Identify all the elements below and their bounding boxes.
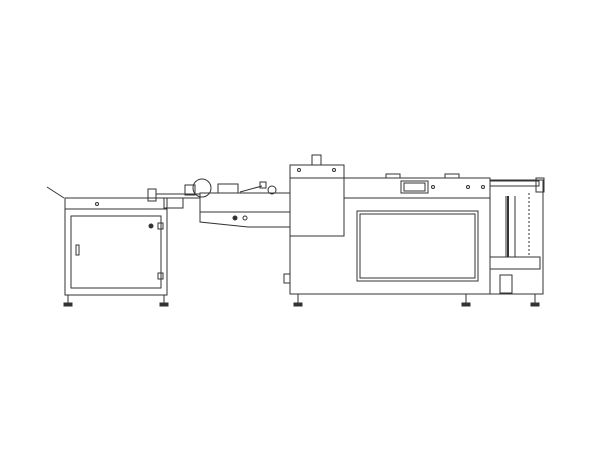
- feeder-knob: [233, 216, 237, 220]
- panel-bolt-2: [482, 186, 485, 189]
- infeed-guide: [47, 187, 64, 198]
- outfeed-knob: [536, 178, 544, 192]
- transfer-conveyor: [148, 179, 211, 208]
- hinge-bottom: [158, 273, 163, 279]
- feeder-raised-block: [218, 184, 238, 193]
- cabinet-top-rail: [65, 198, 167, 209]
- top-rail-bolt: [96, 203, 99, 206]
- outfeed-carriage: [490, 257, 540, 269]
- panel-button: [432, 186, 435, 189]
- tape-roll: [193, 179, 211, 197]
- roller-bracket: [185, 185, 195, 195]
- outfeed-motor: [500, 275, 512, 293]
- top-handle-1: [386, 174, 400, 178]
- door-handle: [76, 245, 79, 255]
- main-foot-mid: [462, 303, 470, 306]
- main-foot-left: [294, 303, 302, 306]
- outfeed-frame: [490, 180, 543, 294]
- outfeed-unit: [490, 178, 544, 306]
- infeed-cabinet: [47, 187, 168, 306]
- tower-top-device: [312, 155, 321, 165]
- left-tower: [290, 165, 344, 236]
- display-panel: [401, 181, 428, 193]
- cabinet-frame: [65, 209, 167, 295]
- tower-bolt-right: [333, 169, 336, 172]
- feeder-section: [200, 182, 290, 227]
- outfeed-foot: [531, 303, 539, 306]
- feeder-knob-2: [243, 216, 247, 220]
- tower-bolt-left: [298, 169, 301, 172]
- main-body: [284, 155, 490, 306]
- conveyor-box: [164, 198, 183, 208]
- top-handle-2: [445, 174, 459, 178]
- foot-right: [160, 303, 168, 306]
- conveyor-roller-unit: [148, 189, 156, 201]
- outfeed-top-bar: [490, 181, 539, 186]
- door-lock: [149, 224, 153, 228]
- inspection-window-glass: [360, 214, 475, 278]
- side-fitting: [284, 274, 290, 283]
- panel-bolt-1: [467, 186, 470, 189]
- feeder-wheel: [268, 186, 276, 194]
- feeder-lower: [200, 212, 290, 227]
- feeder-arm: [240, 186, 262, 192]
- cabinet-door: [71, 216, 161, 288]
- foot-left: [64, 303, 72, 306]
- feeder-sensor: [260, 182, 266, 188]
- feeder-upper: [200, 193, 290, 212]
- display-screen: [404, 183, 425, 191]
- hinge-top: [158, 223, 163, 229]
- inspection-window-frame: [357, 211, 478, 281]
